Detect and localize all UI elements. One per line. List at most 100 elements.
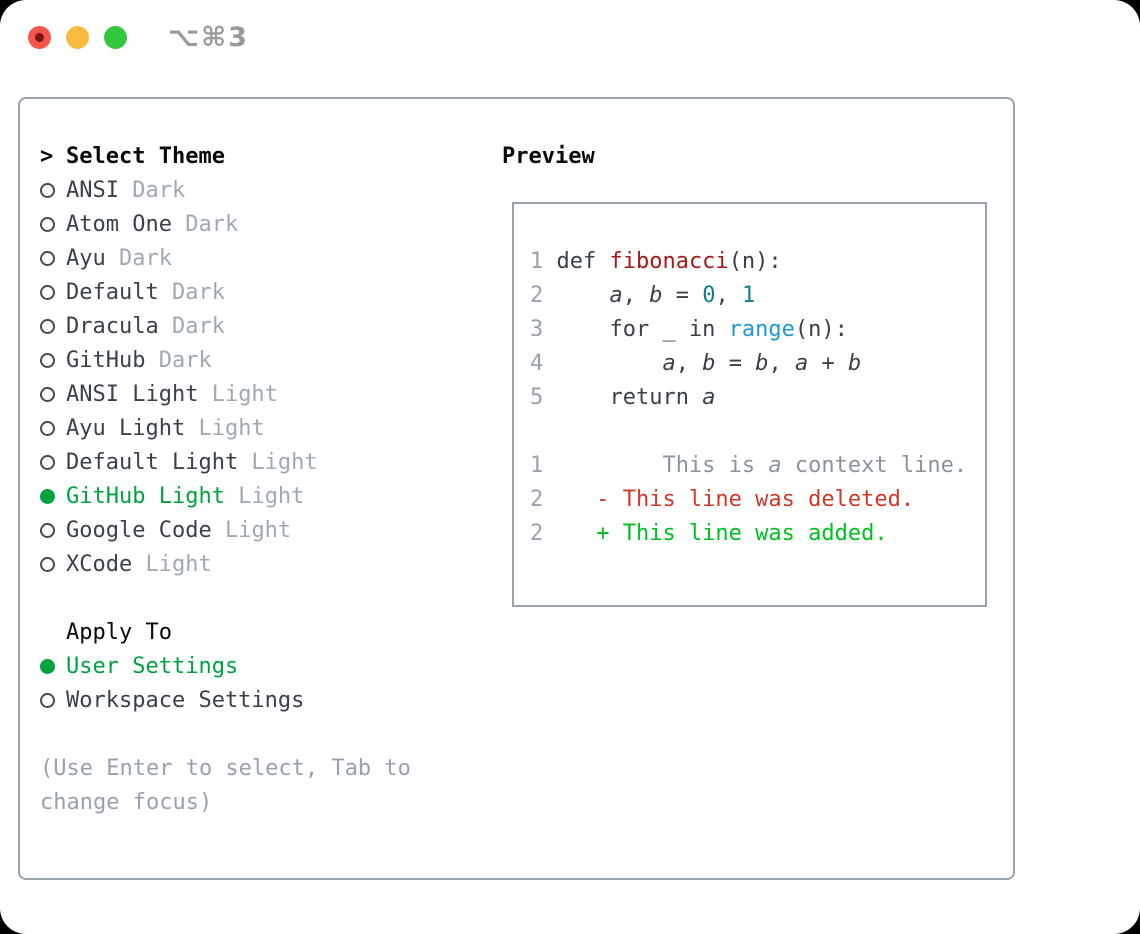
theme-option-github[interactable]: GitHub Dark <box>40 343 411 377</box>
apply-option-workspace-settings[interactable]: Workspace Settings <box>40 683 411 717</box>
line-number: 5 <box>530 384 544 410</box>
code-segment-var: b <box>649 282 663 308</box>
theme-name: Ayu <box>66 245 106 271</box>
code-segment-var: b <box>702 350 716 376</box>
theme-option-ayu[interactable]: Ayu Dark <box>40 241 411 275</box>
radio-icon <box>40 454 66 470</box>
line-number: 2 <box>530 520 544 546</box>
theme-variant: Dark <box>158 279 225 305</box>
minimize-button-icon[interactable] <box>66 25 89 49</box>
code-segment-var: a <box>794 350 809 376</box>
code-segment-plain: def <box>556 248 610 274</box>
radio-icon <box>40 692 66 708</box>
theme-option-google-code[interactable]: Google Code Light <box>40 513 411 547</box>
theme-name: Ayu Light <box>66 415 186 441</box>
line-number: 2 <box>530 486 544 512</box>
theme-option-xcode[interactable]: XCode Light <box>40 547 411 581</box>
theme-name: ANSI Light <box>66 381 199 407</box>
theme-name: XCode <box>66 551 133 577</box>
theme-option-ayu-light[interactable]: Ayu Light Light <box>40 411 411 445</box>
radio-unselected-icon <box>40 250 55 266</box>
apply-header-row: Apply To <box>40 615 411 649</box>
code-line: 2 + This line was added. <box>530 516 985 550</box>
radio-icon <box>40 318 66 334</box>
code-segment-var: a <box>662 350 676 376</box>
radio-selected-icon <box>40 488 55 504</box>
theme-variant: Dark <box>118 177 186 203</box>
code-segment-ctxvar: a <box>768 452 782 478</box>
theme-variant: Dark <box>145 347 212 373</box>
line-number: 3 <box>530 316 544 342</box>
theme-name: ANSI <box>66 177 119 203</box>
theme-name: Google Code <box>66 517 212 543</box>
theme-name: GitHub Light <box>66 483 225 509</box>
theme-option-ansi[interactable]: ANSI Dark <box>40 173 411 207</box>
hint-line: change focus) <box>40 789 213 815</box>
radio-unselected-icon <box>40 284 55 300</box>
code-line: 4 a, b = b, a + b <box>530 346 985 380</box>
radio-unselected-icon <box>40 182 55 198</box>
code-segment-builtin: range <box>728 316 795 342</box>
code-segment-plain: return <box>556 384 703 410</box>
radio-icon <box>40 522 66 538</box>
code-segment-var: b <box>755 350 769 376</box>
code-segment-plain: (n): <box>794 316 848 342</box>
apply-header-label: Apply To <box>66 619 172 645</box>
radio-icon <box>40 216 66 232</box>
theme-variant: Light <box>224 483 305 509</box>
code-segment-plain: , <box>675 350 703 376</box>
theme-option-atom-one[interactable]: Atom One Dark <box>40 207 411 241</box>
radio-icon <box>40 488 66 504</box>
theme-option-github-light[interactable]: GitHub Light Light <box>40 479 411 513</box>
focus-prompt-icon: > <box>40 143 54 169</box>
code-segment-plain: , <box>768 350 795 376</box>
theme-header-row: > Select Theme <box>40 139 411 173</box>
code-line: 2 a, b = 0, 1 <box>530 278 985 312</box>
radio-icon <box>40 386 66 402</box>
code-line: 2 - This line was deleted. <box>530 482 985 516</box>
radio-unselected-icon <box>40 420 55 436</box>
theme-name: Default <box>66 279 159 305</box>
theme-option-default[interactable]: Default Dark <box>40 275 411 309</box>
theme-option-dracula[interactable]: Dracula Dark <box>40 309 411 343</box>
theme-variant: Dark <box>171 211 239 237</box>
radio-unselected-icon <box>40 318 55 334</box>
code-line <box>530 414 985 448</box>
radio-icon <box>40 250 66 266</box>
theme-option-default-light[interactable]: Default Light Light <box>40 445 411 479</box>
code-line: 1 This is a context line. <box>530 448 985 482</box>
theme-variant: Light <box>185 415 265 441</box>
theme-variant: Dark <box>105 245 172 271</box>
apply-option-user-settings[interactable]: User Settings <box>40 649 411 683</box>
code-line: 3 for _ in range(n): <box>530 312 985 346</box>
code-segment-plain: + <box>808 350 848 376</box>
code-segment-plain: for _ in <box>556 316 729 342</box>
theme-option-ansi-light[interactable]: ANSI Light Light <box>40 377 411 411</box>
radio-icon <box>40 556 66 572</box>
spacer-row <box>40 581 411 615</box>
radio-unselected-icon <box>40 556 55 572</box>
theme-name: GitHub <box>66 347 146 373</box>
code-segment-ctx: This is <box>556 452 769 478</box>
theme-variant: Dark <box>158 313 225 339</box>
code-segment-var: b <box>847 350 862 376</box>
code-segment-var: a <box>609 282 623 308</box>
close-button-icon[interactable] <box>28 25 51 49</box>
code-segment-plain <box>556 283 609 308</box>
zoom-button-icon[interactable] <box>104 25 127 49</box>
code-segment-plain: (n): <box>728 248 782 274</box>
code-segment-num: 0 <box>702 282 716 308</box>
spacer-row <box>40 717 411 751</box>
theme-name: Atom One <box>66 211 172 237</box>
apply-option-label: User Settings <box>66 653 239 679</box>
radio-icon <box>40 352 66 368</box>
theme-header-label: Select Theme <box>66 143 225 169</box>
radio-unselected-icon <box>40 216 55 232</box>
